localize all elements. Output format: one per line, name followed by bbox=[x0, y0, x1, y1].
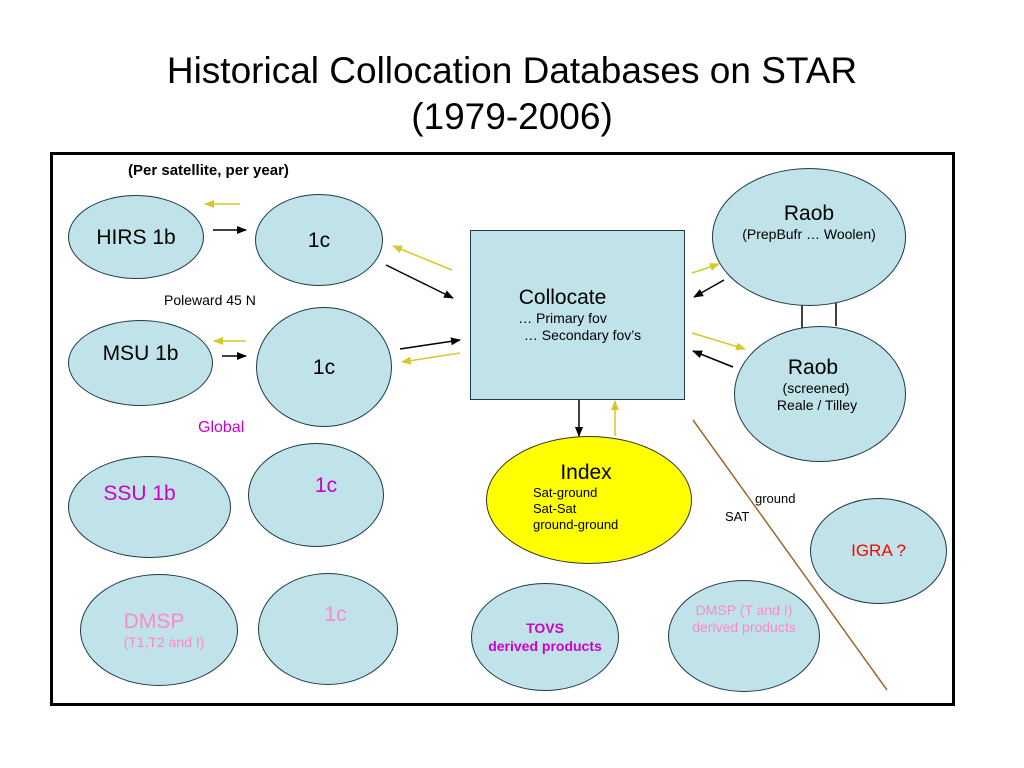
igra-node: IGRA ? bbox=[810, 498, 947, 604]
ssu-1c-node: 1c bbox=[248, 443, 384, 547]
title-line-2: (1979-2006) bbox=[411, 96, 613, 137]
arrow-collocate-to-msu1c bbox=[401, 352, 461, 365]
sat-ground-divider bbox=[692, 419, 888, 691]
poleward-note: Poleward 45 N bbox=[164, 292, 256, 308]
arrow-raob2-to-collocate bbox=[692, 350, 734, 368]
ssu-1b-label: SSU 1b bbox=[103, 481, 176, 505]
dmsp-products-line2: derived products bbox=[692, 619, 796, 635]
arrow-collocate-to-hirs1c bbox=[392, 245, 453, 271]
igra-label: IGRA ? bbox=[851, 541, 906, 560]
arrow-collocate-to-raob1 bbox=[691, 263, 720, 274]
index-node: Index Sat-ground Sat-Sat ground-ground bbox=[486, 436, 692, 564]
raob-prepbufr-sub: (PrepBufr … Woolen) bbox=[742, 226, 876, 242]
arrow-hirs1c-to-collocate bbox=[385, 264, 454, 299]
index-label: Index bbox=[560, 460, 612, 484]
collocate-box: Collocate … Primary fov … Secondary fov’… bbox=[470, 230, 685, 400]
hirs-1c-node: 1c bbox=[255, 194, 383, 286]
tovs-line2: derived products bbox=[488, 638, 602, 654]
hirs-1c-label: 1c bbox=[307, 228, 331, 252]
arrow-raob1-to-collocate bbox=[693, 279, 725, 298]
raob-prepbufr-node: Raob (PrepBufr … Woolen) bbox=[712, 168, 906, 306]
collocate-secondary-fov: … Secondary fov’s bbox=[523, 327, 642, 343]
msu-1c-label: 1c bbox=[312, 355, 336, 379]
raob-screened-sub: (screened) bbox=[782, 379, 850, 396]
index-sat-ground: Sat-ground bbox=[533, 484, 598, 500]
msu-1b-node: MSU 1b bbox=[68, 320, 213, 406]
tovs-node: TOVS derived products bbox=[471, 583, 619, 691]
ssu-1c-label: 1c bbox=[314, 473, 338, 497]
header-note: (Per satellite, per year) bbox=[128, 162, 289, 179]
slide-title: Historical Collocation Databases on STAR… bbox=[0, 48, 1024, 140]
dmsp-sub: (T1,T2 and I) bbox=[123, 634, 205, 650]
arrow-msu1c-to-collocate bbox=[399, 337, 461, 350]
diagram-frame bbox=[50, 152, 955, 706]
raob-screened-node: Raob (screened) Reale / Tilley bbox=[734, 326, 906, 462]
dmsp-products-node: DMSP (T and I) derived products bbox=[668, 580, 820, 692]
raob-screened-sub2: Reale / Tilley bbox=[776, 396, 858, 413]
collocate-label: Collocate bbox=[518, 286, 607, 309]
global-note: Global bbox=[198, 419, 245, 436]
dmsp-1c-node: 1c bbox=[258, 573, 398, 685]
msu-1b-label: MSU 1b bbox=[102, 341, 179, 365]
raob-prepbufr-label: Raob bbox=[783, 202, 835, 225]
ground-label: ground bbox=[755, 491, 796, 506]
sat-label: SAT bbox=[725, 509, 750, 524]
title-line-1: Historical Collocation Databases on STAR bbox=[166, 50, 858, 91]
hirs-1b-node: HIRS 1b bbox=[68, 195, 204, 279]
arrow-collocate-to-raob2 bbox=[691, 332, 746, 351]
raob-screened-label: Raob bbox=[787, 355, 839, 379]
index-ground-ground: ground-ground bbox=[533, 516, 619, 532]
msu-1c-node: 1c bbox=[256, 307, 392, 427]
dmsp-label: DMSP bbox=[123, 610, 185, 633]
dmsp-1c-label: 1c bbox=[324, 602, 347, 626]
index-sat-sat: Sat-Sat bbox=[533, 500, 577, 516]
hirs-1b-label: HIRS 1b bbox=[96, 225, 176, 249]
dmsp-products-line1: DMSP (T and I) bbox=[695, 602, 793, 618]
ssu-1b-node: SSU 1b bbox=[68, 456, 231, 558]
collocate-primary-fov: … Primary fov bbox=[518, 310, 607, 326]
tovs-line1: TOVS bbox=[526, 620, 564, 636]
dmsp-node: DMSP (T1,T2 and I) bbox=[80, 574, 238, 686]
